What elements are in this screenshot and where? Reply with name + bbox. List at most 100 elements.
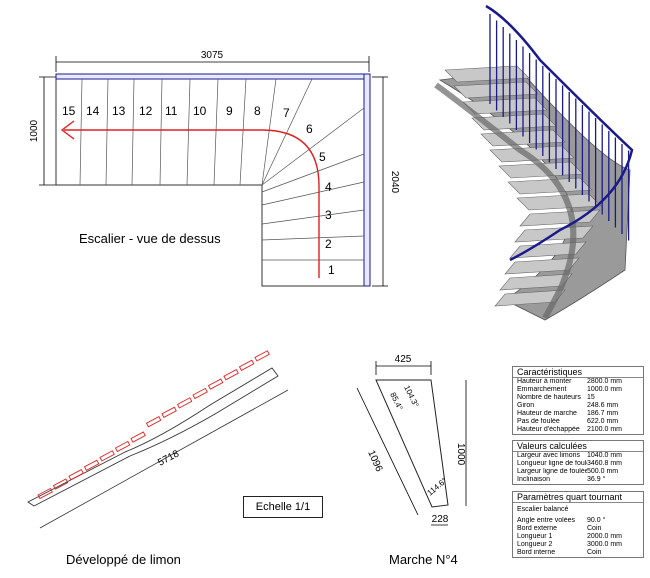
caracteristiques-row-label: Hauteur de marche <box>517 410 577 417</box>
step-1: 1 <box>328 263 335 277</box>
plan-stringer-top <box>55 73 371 80</box>
quart-row-value: 2000.0 mm <box>587 533 623 540</box>
panel-caracteristiques-title: Caractéristiques <box>513 367 643 378</box>
stair-3d-tread <box>519 209 601 227</box>
marche-shape <box>375 379 449 508</box>
valeurs-row-label: Largeur ligne de foulée <box>517 468 587 475</box>
step-10: 10 <box>193 104 207 118</box>
quart-row-value: 90.0 ° <box>587 517 606 524</box>
limon-tread-mark <box>238 359 255 371</box>
step-5: 5 <box>319 150 326 164</box>
walk-line <box>64 129 320 278</box>
marche-right: 1000 <box>455 443 466 466</box>
caracteristiques-row-value: 622.0 mm <box>587 418 619 425</box>
panel-valeurs: Valeurs calculées Largeur avec limons 104… <box>512 440 644 485</box>
caracteristiques-row: Hauteur à monter 2800.0 mm <box>513 378 643 386</box>
limon-development: 5718 Développé de limon <box>27 350 289 567</box>
step-9: 9 <box>226 104 233 118</box>
marche-detail: 425 1096 1000 228 85.4° 104.3° 114.6° Ma… <box>356 354 467 567</box>
plan-view: 3075 1000 2040 <box>29 50 400 287</box>
caracteristiques-row: Pas de foulée 622.0 mm <box>513 418 643 426</box>
limon-tread-mark <box>207 378 224 390</box>
limon-tread-mark <box>176 397 193 409</box>
stair-3d-tread <box>489 145 575 163</box>
quart-row: Bord interne Coin <box>513 549 643 557</box>
valeurs-row: Largeur avec limons 1040.0 mm <box>513 452 643 460</box>
limon-tread-mark <box>145 416 162 428</box>
caracteristiques-row-value: 2800.0 mm <box>587 378 623 385</box>
quart-row-label: Bord externe <box>517 525 558 532</box>
caracteristiques-row-label: Emmarchement <box>517 386 567 393</box>
quart-row-value: Coin <box>587 525 602 532</box>
quart-row: Bord externe Coin <box>513 525 643 533</box>
plan-dim-left: 1000 <box>29 119 40 142</box>
quart-row-value: Coin <box>587 549 602 556</box>
caracteristiques-row-value: 15 <box>587 394 595 401</box>
step-4: 4 <box>325 180 332 194</box>
scale-label: Echelle 1/1 <box>243 496 323 518</box>
caracteristiques-row-label: Pas de foulée <box>517 418 560 425</box>
step-14: 14 <box>86 104 100 118</box>
valeurs-row-value: 36.9 ° <box>587 476 606 483</box>
caracteristiques-row-value: 186.7 mm <box>587 410 619 417</box>
step-8: 8 <box>254 104 261 118</box>
quart-row-label: Bord interne <box>517 549 556 556</box>
limon-tread-mark <box>52 478 69 490</box>
stair-3d-view <box>434 4 634 321</box>
panel-valeurs-title: Valeurs calculées <box>513 441 643 452</box>
marche-caption: Marche N°4 <box>389 552 458 567</box>
quart-row-label: Longueur 1 <box>517 533 553 540</box>
marche-top: 425 <box>395 354 412 365</box>
step-13: 13 <box>112 104 126 118</box>
caracteristiques-row: Emmarchement 1000.0 mm <box>513 386 643 394</box>
quart-row: Longueur 1 2000.0 mm <box>513 533 643 541</box>
limon-tread-mark <box>99 450 115 462</box>
railing-balusters <box>489 14 630 241</box>
railing-handrail <box>485 4 634 262</box>
step-3: 3 <box>325 208 332 222</box>
limon-tread-mark <box>223 369 239 381</box>
caracteristiques-row: Nombre de hauteurs 15 <box>513 394 643 402</box>
limon-tread-mark <box>254 350 270 362</box>
caracteristiques-row: Hauteur de marche 186.7 mm <box>513 410 643 418</box>
quart-row-label: Angle entre volées <box>517 517 575 524</box>
panel-quart: Paramètres quart tournant Escalier balan… <box>512 491 644 558</box>
limon-tread-mark <box>192 387 208 400</box>
plan-outline <box>55 76 370 287</box>
walk-line-arrow <box>60 120 75 140</box>
step-6: 6 <box>306 122 313 136</box>
panel-caracteristiques: Caractéristiques Hauteur à monter 2800.0 … <box>512 366 644 435</box>
limon-tread-mark <box>68 469 84 481</box>
limon-tread-mark <box>130 431 146 443</box>
marche-bottom: 228 <box>432 514 449 525</box>
limon-tread-mark <box>161 406 177 418</box>
limon-caption: Développé de limon <box>66 552 181 567</box>
valeurs-row-value: 1040.0 mm <box>587 452 623 459</box>
caracteristiques-row-value: 248.6 mm <box>587 402 619 409</box>
caracteristiques-row-value: 1000.0 mm <box>587 386 623 393</box>
valeurs-row-value: 3460.8 mm <box>587 460 623 467</box>
quart-row: Angle entre volées 90.0 ° <box>513 517 643 525</box>
step-15: 15 <box>62 104 76 118</box>
plan-dim-total: 3075 <box>201 50 224 61</box>
step-11: 11 <box>165 104 178 118</box>
caracteristiques-row-label: Hauteur à monter <box>517 378 572 385</box>
caracteristiques-row-label: Nombre de hauteurs <box>517 394 581 401</box>
panel-quart-title: Paramètres quart tournant <box>513 492 643 503</box>
limon-tread-mark <box>114 440 131 453</box>
valeurs-row-label: Longueur ligne de foulée <box>517 460 587 467</box>
valeurs-row-value: 500.0 mm <box>587 468 619 475</box>
step-7: 7 <box>283 106 290 120</box>
panel-quart-subtitle: Escalier balancé <box>517 506 569 513</box>
limon-tread-mark <box>83 459 100 471</box>
stair-3d-tread <box>509 241 587 259</box>
step-12: 12 <box>139 104 153 118</box>
caracteristiques-row-label: Hauteur d'échappée <box>517 426 580 433</box>
valeurs-row-label: Largeur avec limons <box>517 452 581 459</box>
